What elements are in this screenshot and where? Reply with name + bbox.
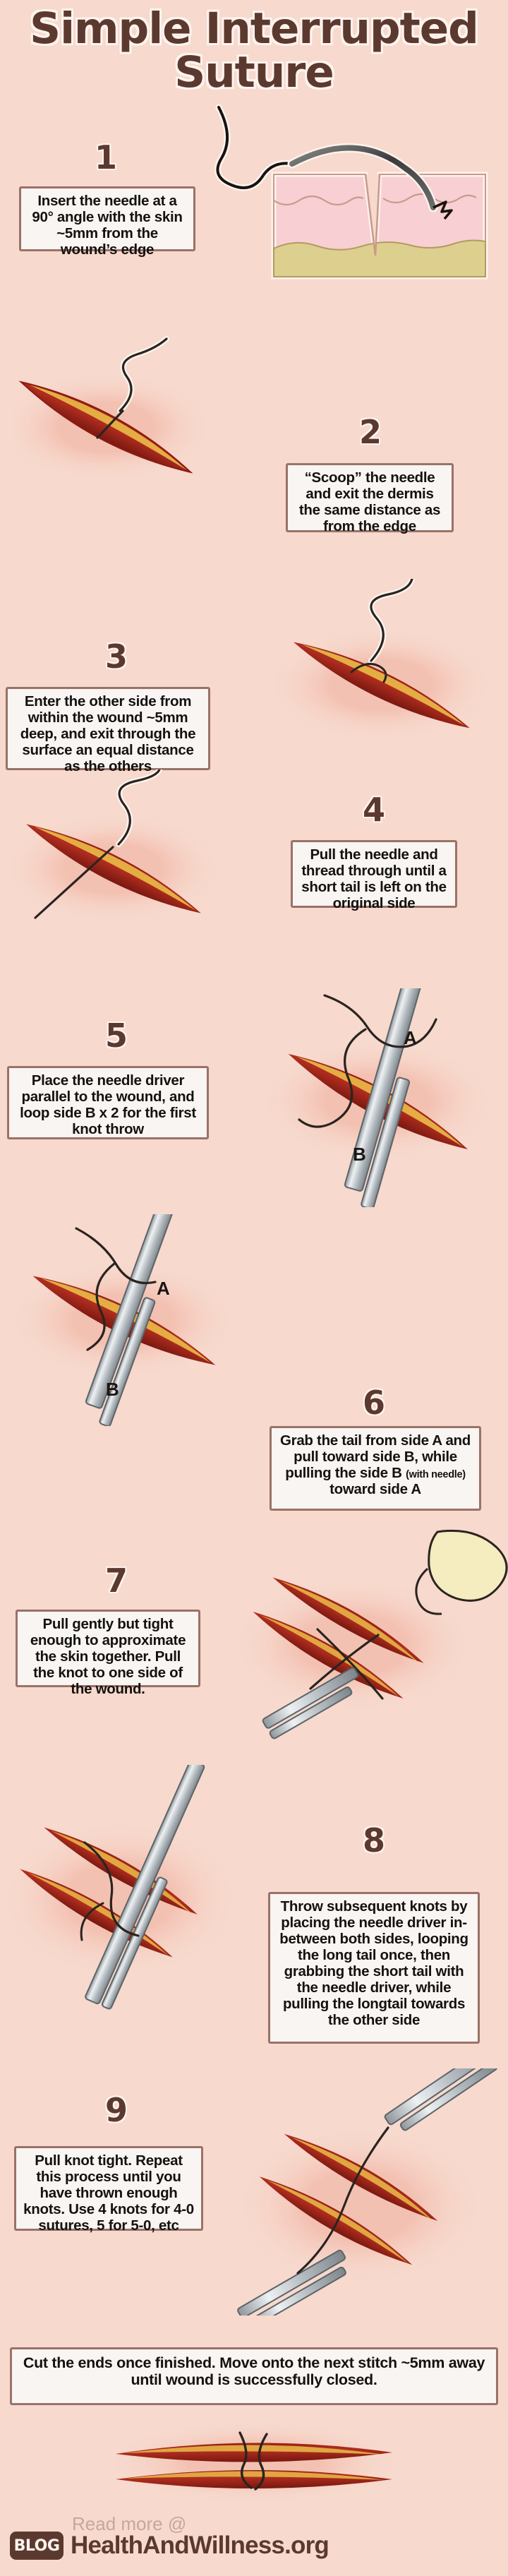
- label-side-b-step5: B: [353, 1144, 366, 1165]
- step-number-8: 8: [362, 1821, 385, 1859]
- step-number-6: 6: [362, 1384, 385, 1422]
- step-number-4: 4: [362, 791, 385, 829]
- step-text-5: Place the needle driver parallel to the …: [7, 1066, 209, 1139]
- wound-illustration-step3: [268, 579, 494, 741]
- step-number-7: 7: [104, 1562, 128, 1600]
- skin-cross-section-diagram: [214, 104, 488, 280]
- read-more-label: Read more @: [72, 2513, 187, 2534]
- step-number-3: 3: [104, 637, 128, 676]
- final-note-box: Cut the ends once finished. Move onto th…: [10, 2347, 498, 2405]
- step-text-4: Pull the needle and thread through until…: [291, 840, 457, 911]
- step-text-9: Pull knot tight. Repeat this process unt…: [14, 2146, 203, 2234]
- wound-illustration-step2: [14, 336, 212, 482]
- step6-text-part2: toward side A: [329, 1480, 421, 1497]
- step-number-2: 2: [358, 413, 382, 451]
- step-text-8: Throw subsequent knots by placing the ne…: [268, 1892, 480, 2044]
- step6-text-small: (with needle): [406, 1468, 466, 1480]
- step-number-9: 9: [104, 2091, 128, 2129]
- wound-approximation-illustration-step7: [233, 1529, 508, 1739]
- label-side-a-step6: A: [157, 1278, 170, 1299]
- needle-driver-illustration-step6: [11, 1214, 236, 1426]
- knot-tightening-illustration-step9: [236, 2068, 498, 2316]
- label-side-a-step5: A: [404, 1027, 417, 1048]
- blog-badge[interactable]: BLOG: [10, 2532, 64, 2560]
- wound-illustration-step4: [7, 769, 222, 923]
- page-title: Simple Interrupted Suture: [30, 4, 479, 98]
- knot-throwing-illustration-step8: [1, 1765, 238, 2010]
- step-text-7: Pull gently but tight enough to approxim…: [16, 1610, 200, 1697]
- footer: BLOG Read more @ HealthAndWillness.org: [0, 2503, 508, 2570]
- step6-text-part1: Grab the tail from side A and pull towar…: [280, 1432, 471, 1481]
- label-side-b-step6: B: [106, 1379, 119, 1400]
- step-number-5: 5: [104, 1017, 128, 1055]
- step-text-1: Insert the needle at a 90° angle with th…: [19, 186, 195, 258]
- closed-wound-illustration: [106, 2421, 402, 2503]
- needle-driver-illustration-step5: [261, 988, 494, 1207]
- site-name-link[interactable]: HealthAndWillness.org: [71, 2532, 329, 2559]
- step-text-2: “Scoop” the needle and exit the dermis t…: [286, 463, 454, 534]
- step-text-6: Grab the tail from side A and pull towar…: [270, 1426, 481, 1511]
- step-text-3: Enter the other side from within the wou…: [6, 687, 210, 774]
- step-number-1: 1: [94, 138, 117, 176]
